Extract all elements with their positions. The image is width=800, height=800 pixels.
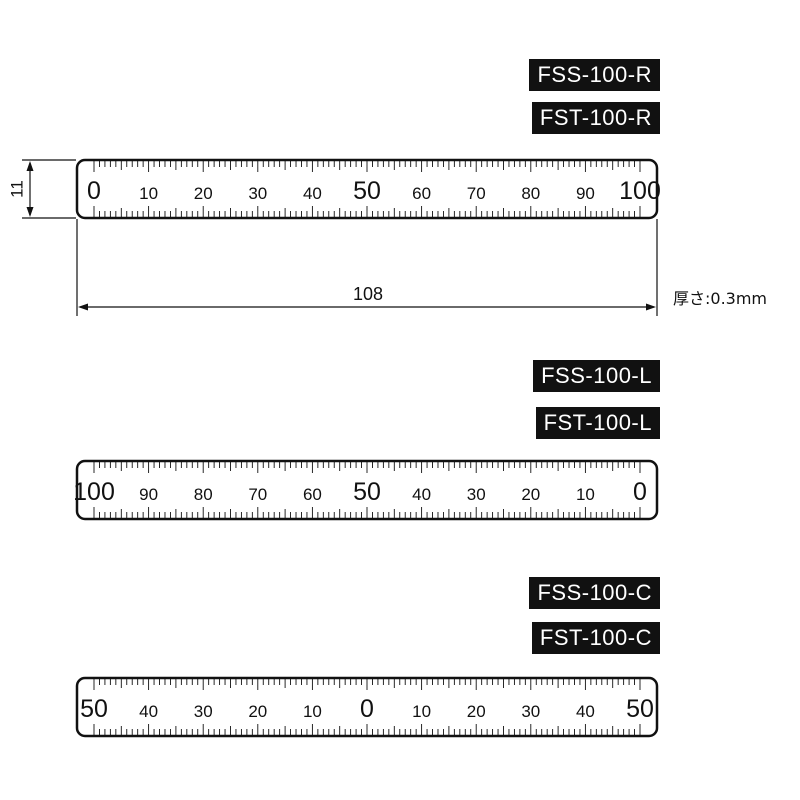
ruler-c-number-7: 20: [467, 702, 486, 721]
ruler-c-number-3: 20: [248, 702, 267, 721]
length-label: 108: [353, 284, 383, 304]
height-dimension: [22, 159, 76, 219]
length-arrow-right: [646, 303, 656, 311]
ruler-l-number-8: 20: [521, 485, 540, 504]
ruler-c-number-1: 40: [139, 702, 158, 721]
ruler-c-number-2: 30: [194, 702, 213, 721]
ruler-c-outline: [75, 676, 659, 738]
ruler-r-number-0: 0: [87, 177, 101, 205]
model-label-fst-100-r: FST-100-R: [531, 102, 660, 134]
ruler-c-number-0: 50: [80, 695, 108, 723]
ruler-c-ticks: [93, 679, 641, 735]
ruler-l-number-3: 70: [248, 485, 267, 504]
ruler-r-number-6: 60: [412, 184, 431, 203]
ruler-l-ticks: [93, 462, 641, 518]
ruler-r-number-1: 10: [139, 184, 158, 203]
height-arrow-top: [26, 161, 34, 171]
model-label-fst-100-c: FST-100-C: [531, 622, 660, 654]
ruler-l-number-7: 30: [467, 485, 486, 504]
ruler-c-numbers: 50 40 30 20 10 0 10 20 30 40 50: [80, 695, 654, 723]
length-arrow-left: [78, 303, 88, 311]
model-label-fst-100-l: FST-100-L: [535, 407, 660, 439]
ruler-c-number-4: 10: [303, 702, 322, 721]
ruler-l-number-4: 60: [303, 485, 322, 504]
length-dimension: [76, 219, 658, 316]
ruler-c-number-8: 30: [521, 702, 540, 721]
ruler-r-numbers: 0 10 20 30 40 50 60 70 80 90 100: [87, 177, 661, 205]
ruler-r-number-3: 30: [248, 184, 267, 203]
ruler-r-number-10: 100: [619, 177, 661, 205]
ruler-r-outline: [75, 158, 659, 220]
ruler-l-number-5: 50: [353, 478, 381, 506]
ruler-r-number-4: 40: [303, 184, 322, 203]
ruler-c-number-9: 40: [576, 702, 595, 721]
model-label-fss-100-c: FSS-100-C: [529, 577, 660, 609]
ruler-r-number-8: 80: [521, 184, 540, 203]
ruler-r-number-5: 50: [353, 177, 381, 205]
ruler-l-number-1: 90: [139, 485, 158, 504]
ruler-c-number-5: 0: [360, 695, 374, 723]
thickness-label: 厚さ:0.3mm: [673, 289, 767, 308]
ruler-l-number-2: 80: [194, 485, 213, 504]
ruler-c-number-10: 50: [626, 695, 654, 723]
ruler-r-number-2: 20: [194, 184, 213, 203]
model-label-fss-100-r: FSS-100-R: [529, 59, 660, 91]
ruler-r-number-7: 70: [467, 184, 486, 203]
ruler-c-number-6: 10: [412, 702, 431, 721]
ruler-r-ticks: [93, 161, 641, 217]
ruler-l-outline: [75, 459, 659, 521]
ruler-l-number-0: 100: [73, 478, 115, 506]
ruler-r-number-9: 90: [576, 184, 595, 203]
model-label-fss-100-l: FSS-100-L: [533, 360, 660, 392]
ruler-l-number-10: 0: [633, 478, 647, 506]
height-arrow-bottom: [26, 207, 34, 217]
ruler-l-number-9: 10: [576, 485, 595, 504]
ruler-l-number-6: 40: [412, 485, 431, 504]
height-label: 11: [8, 180, 27, 198]
